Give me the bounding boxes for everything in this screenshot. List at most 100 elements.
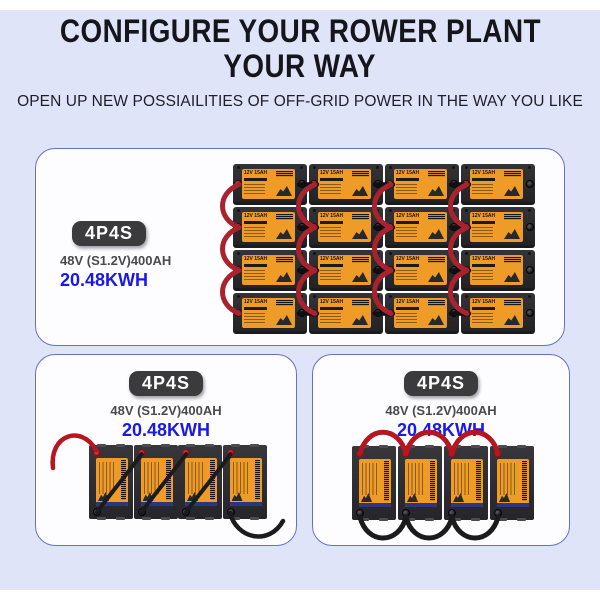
battery-terminal-negative [526,309,534,317]
battery-label-bar [244,220,267,224]
battery-terminal-positive [462,266,470,274]
config-badge: 4P4S [403,371,479,396]
vent-cap-icon [300,166,303,169]
battery: 12V 15AH [461,207,535,248]
battery-terminal-positive [234,266,242,274]
battery-label: 12V 15AH [318,169,371,199]
config-info: 4P4S 48V (S1.2V)400AH 20.48KWH [36,371,296,441]
vent-cap-icon [528,295,531,298]
battery-terminal-negative [494,509,502,517]
battery-label-text-strip [384,461,389,501]
battery-label-bar [472,306,495,310]
battery: 12V 15AH [309,207,383,248]
battery-pack-row [89,444,267,520]
battery-label [96,458,128,506]
battery-spec-box [276,170,293,177]
battery-label-blue-strip [140,502,173,506]
battery-label-bar [472,220,495,224]
vent-cap-icon [528,166,531,169]
battery-label-text: 12V 15AH [396,170,420,176]
battery: 12V 15AH [461,293,535,334]
battery-terminal-positive [386,180,394,188]
battery-label-text-strip [210,460,215,500]
vent-cap-icon [300,252,303,255]
battery-tab [116,444,125,447]
vent-cap-icon [313,252,316,255]
battery-tab [186,517,195,520]
vent-cap-icon [376,209,379,212]
battery-terminal-negative [137,508,146,516]
battery-label: 12V 15AH [394,169,447,199]
battery-tab [97,517,106,520]
battery-tab [452,518,461,521]
battery-label-lines [320,269,341,282]
battery-label: 12V 15AH [318,255,371,285]
battery-label: 12V 15AH [470,212,523,242]
brand-logo-icon [504,315,520,325]
config-spec: 48V (S1.2V)400AH [385,403,497,418]
battery [352,445,396,521]
battery-tab [160,444,170,447]
battery-tab [141,517,151,520]
battery: 12V 15AH [309,250,383,291]
battery-label-blue-strip [497,503,529,507]
battery-terminal-positive [462,309,470,317]
vent-cap-icon [389,252,392,255]
battery-label: 12V 15AH [242,255,295,285]
battery-label [185,458,217,506]
battery-label-blue-strip [405,503,437,507]
battery-label-text: 12V 15AH [320,256,344,262]
battery-label: 12V 15AH [318,298,371,328]
battery-terminal-negative [374,309,382,317]
battery-terminal-negative [448,509,456,517]
battery-tab [186,444,195,447]
battery-tab [425,445,434,448]
battery-label-text-strip [254,460,260,500]
battery-terminal-positive [234,180,242,188]
battery-spec-box [352,170,369,177]
battery-label-text-strip [165,460,171,500]
config-card-row-arcs: 4P4S 48V (S1.2V)400AH 20.48KWH [312,354,570,546]
battery-tab [205,444,214,447]
brand-logo-icon [352,272,368,282]
battery-label [405,459,437,507]
battery-label-blue-strip [359,503,391,507]
battery-terminal-negative [356,509,364,517]
brand-logo-icon [352,186,368,196]
battery-label-lines [320,183,341,196]
vent-cap-icon [389,209,392,212]
vent-cap-icon [300,295,303,298]
battery: 12V 15AH [385,250,459,291]
battery-label-lines [396,269,417,282]
battery-label-text-strip [430,461,435,501]
battery-label-blue-strip [185,502,217,506]
brand-logo-icon [504,186,520,196]
battery-terminal-positive [448,450,456,458]
vent-cap-icon [376,166,379,169]
battery-label-text: 12V 15AH [244,256,268,262]
brand-logo-icon [276,272,292,282]
battery-spec-box [428,213,445,220]
battery-label-bar [320,306,343,310]
brand-logo-icon [352,229,368,239]
battery-tab [406,445,415,448]
battery-tab [116,517,125,520]
battery-label-lines [244,312,265,325]
battery-terminal-positive [310,180,318,188]
battery: 12V 15AH [233,164,307,205]
brand-logo-icon [453,493,464,502]
battery-spec-box [504,170,521,177]
vent-cap-icon [465,252,468,255]
vent-cap-icon [237,295,240,298]
battery-spec-box [276,213,293,220]
battery-terminal-positive [386,223,394,231]
battery-terminal-negative [526,223,534,231]
battery-terminal-positive [93,449,101,457]
battery-terminal-positive [462,180,470,188]
battery-spec-box [276,256,293,263]
brand-logo-icon [276,315,292,325]
battery-label-text: 12V 15AH [396,299,420,305]
battery-spec-box [428,256,445,263]
